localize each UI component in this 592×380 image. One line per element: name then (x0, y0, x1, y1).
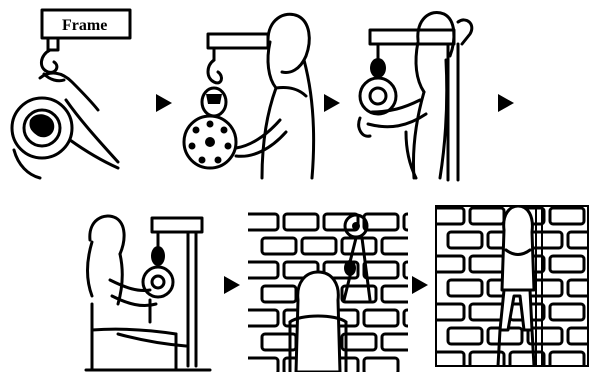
step-arrow-3 (498, 94, 514, 112)
step-arrow-4 (224, 276, 240, 294)
frame-label: Frame (62, 17, 107, 34)
panel-3-hook-attachment (359, 12, 472, 180)
panel-6-wall-ascent (430, 206, 592, 368)
step-arrow-1 (156, 94, 172, 112)
panel-4-seated-operation (86, 216, 210, 370)
panel-5-climb-wall (244, 212, 438, 374)
panel-1-attach-hoist: Frame (12, 10, 130, 178)
panel-2-adjust-dial (184, 14, 314, 178)
step-arrow-2 (324, 94, 340, 112)
step-arrow-5 (412, 276, 428, 294)
